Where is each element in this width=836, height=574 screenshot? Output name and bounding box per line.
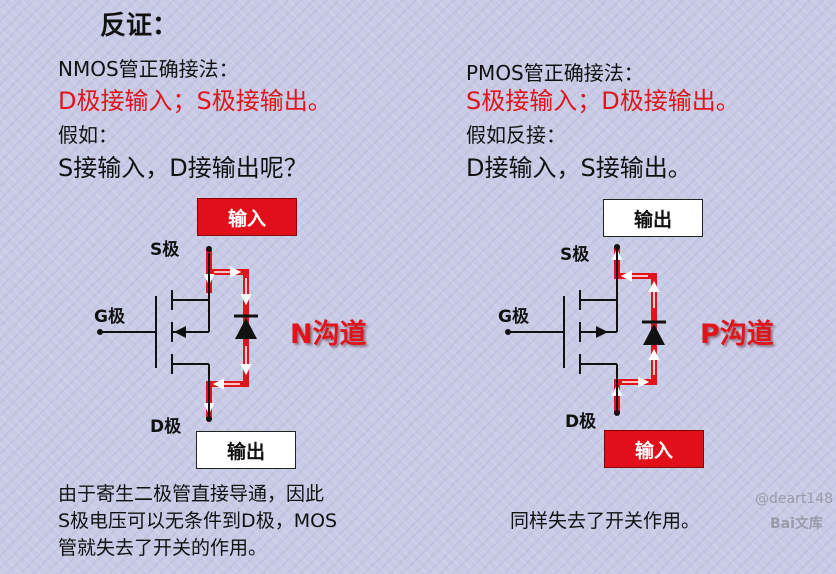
pmos-output-box: 输出 xyxy=(603,199,703,237)
pmos-drain-label: D极 xyxy=(565,412,597,432)
pmos-reverse-heading: 假如反接： xyxy=(466,123,566,147)
pmos-correct-rule: S极接输入；D极接输出。 xyxy=(466,87,740,115)
nmos-suppose-question: S接输入，D接输出呢？ xyxy=(58,154,308,182)
watermark-brand: Bai文库 xyxy=(770,516,823,532)
pmos-channel-label: P沟道 xyxy=(700,319,774,350)
pmos-reverse-statement: D接输入，S接输出。 xyxy=(466,154,692,182)
nmos-conclusion-line-1: 由于寄生二极管直接导通，因此 xyxy=(58,483,325,505)
nmos-correct-heading: NMOS管正确接法： xyxy=(58,57,239,81)
pmos-gate-label: G极 xyxy=(498,307,529,327)
nmos-output-box: 输出 xyxy=(196,431,296,469)
pmos-conclusion: 同样失去了开关作用。 xyxy=(510,510,701,532)
nmos-correct-rule: D极接输入；S极接输出。 xyxy=(58,87,332,115)
pmos-input-box: 输入 xyxy=(604,430,704,468)
nmos-gate-label: G极 xyxy=(94,307,125,327)
nmos-input-box: 输入 xyxy=(197,198,297,236)
nmos-source-label: S极 xyxy=(150,240,180,260)
nmos-conclusion-line-3: 管就失去了开关的作用。 xyxy=(58,537,268,559)
nmos-conclusion-line-2: S极电压可以无条件到D极，MOS xyxy=(58,510,338,532)
watermark-user: @deart148 xyxy=(755,491,834,507)
page-title: 反证： xyxy=(100,11,179,41)
nmos-channel-label: N沟道 xyxy=(290,319,367,350)
nmos-circuit xyxy=(97,246,258,422)
pmos-circuit xyxy=(505,244,666,416)
pmos-source-label: S极 xyxy=(560,245,590,265)
nmos-conclusion: 由于寄生二极管直接导通，因此 S极电压可以无条件到D极，MOS 管就失去了开关的… xyxy=(58,481,418,562)
nmos-suppose-heading: 假如： xyxy=(58,123,118,147)
nmos-drain-label: D极 xyxy=(150,417,182,437)
pmos-correct-heading: PMOS管正确接法： xyxy=(466,61,644,85)
